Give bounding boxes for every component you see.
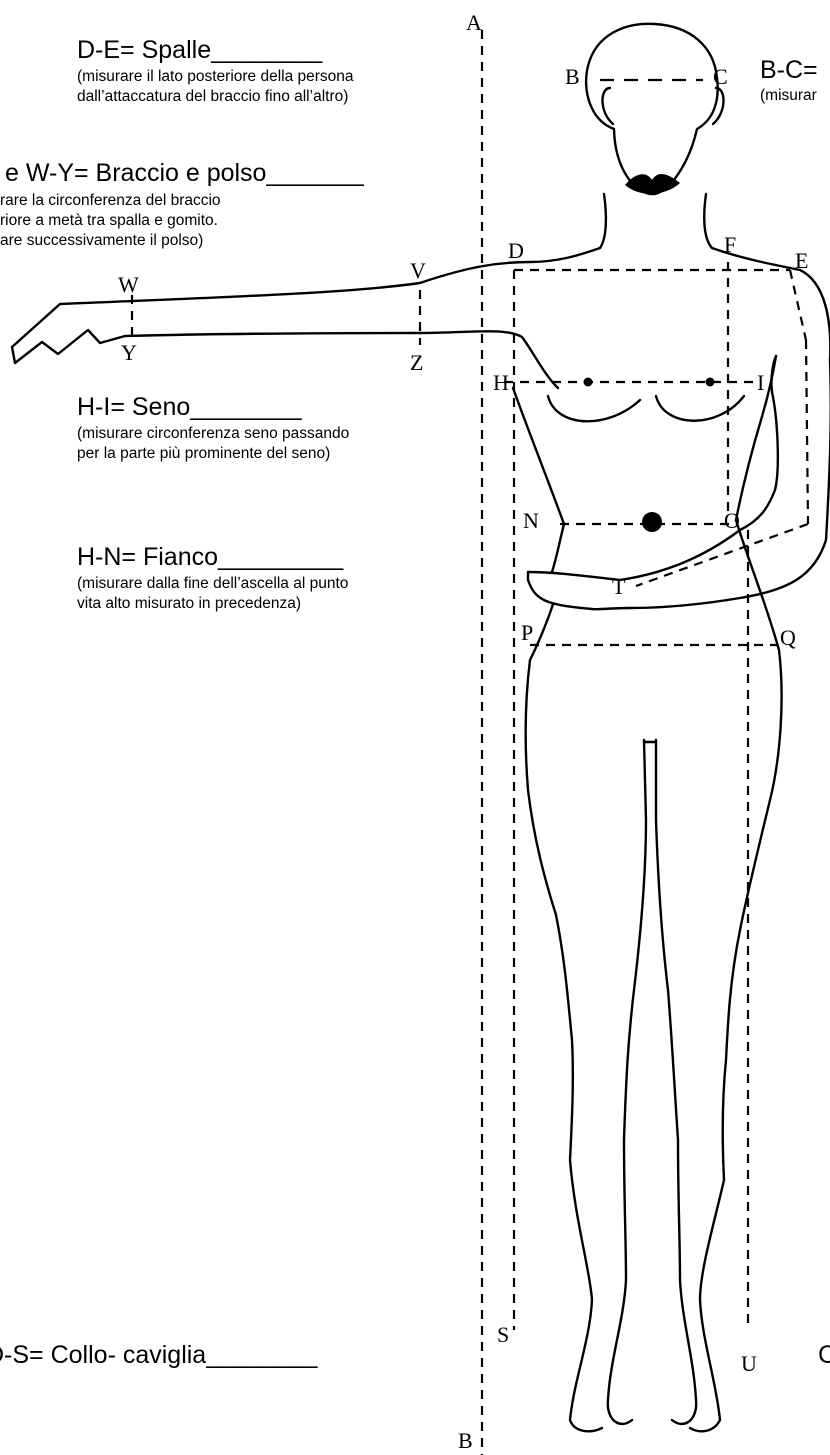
point-H: H — [493, 370, 509, 395]
point-W: W — [118, 272, 139, 297]
point-T: T — [612, 574, 626, 599]
point-Q: Q — [780, 625, 796, 650]
bottom-right-title: C — [818, 1341, 830, 1369]
left-breast — [548, 396, 640, 421]
hip-title: H-N= Fianco_________ — [77, 543, 343, 571]
bust-point-right — [706, 378, 715, 387]
line-E-down — [790, 270, 806, 340]
head-note: (misurar — [760, 86, 817, 106]
right-shoulder — [712, 248, 830, 360]
outer-leg-left — [570, 1160, 602, 1431]
point-O: O — [724, 508, 740, 533]
arm-note-line-3: are successivamente il polso) — [0, 231, 203, 251]
point-P: P — [521, 620, 533, 645]
bust-note-line-1: (misurare circonferenza seno passando — [77, 424, 349, 444]
hip-note-line-2: vita alto misurato in precedenza) — [77, 594, 301, 614]
forearm-bottom — [528, 572, 592, 609]
right-breast — [656, 396, 744, 421]
neck-ankle-title: D-S= Collo- caviglia________ — [0, 1341, 317, 1369]
left-ear — [602, 88, 613, 124]
bust-title: H-I= Seno________ — [77, 393, 302, 421]
inner-leg-left — [608, 740, 646, 1424]
point-V: V — [410, 258, 426, 283]
neck-left — [600, 194, 606, 248]
forearm-top — [528, 356, 778, 580]
point-B-top: B — [565, 64, 580, 89]
point-Y: Y — [121, 340, 137, 365]
point-E: E — [795, 248, 808, 273]
left-shoulder-arm — [12, 248, 600, 388]
point-C: C — [713, 64, 728, 89]
point-Z: Z — [410, 350, 423, 375]
point-I: I — [757, 370, 764, 395]
point-F: F — [724, 232, 736, 257]
arm-note-line-2: riore a metà tra spalla e gomito. — [0, 211, 218, 231]
right-arm-outer — [592, 360, 830, 609]
point-N: N — [523, 508, 539, 533]
mouth — [625, 174, 680, 194]
shoulders-note-line-1: (misurare il lato posteriore della perso… — [77, 67, 354, 87]
line-elbow-T — [636, 524, 808, 586]
shoulders-note-line-2: dall’attaccatura del braccio fino all’al… — [77, 87, 348, 107]
head-title: B-C= — [760, 56, 818, 84]
bust-note-line-2: per la parte più prominente del seno) — [77, 444, 330, 464]
inner-leg-right — [656, 740, 696, 1424]
left-hip-outline — [526, 604, 573, 1160]
neck-right — [704, 194, 712, 248]
line-E-elbow — [806, 340, 808, 524]
point-S: S — [497, 1322, 509, 1347]
right-torso-inner — [736, 356, 776, 520]
point-U: U — [741, 1351, 757, 1376]
point-D: D — [508, 238, 524, 263]
right-hip-outline — [723, 520, 782, 1180]
arm-title: e W-Y= Braccio e polso_______ — [5, 159, 364, 187]
shoulders-title: D-E= Spalle________ — [77, 36, 322, 64]
left-torso-inner — [513, 388, 564, 572]
hip-note-line-1: (misurare dalla fine dell’ascella al pun… — [77, 574, 348, 594]
point-B-bottom: B — [458, 1428, 473, 1453]
navel-point — [642, 512, 662, 532]
head-outline — [586, 24, 718, 194]
point-A: A — [466, 10, 482, 35]
arm-note-line-1: rare la circonferenza del braccio — [0, 191, 221, 211]
bust-point-left — [584, 378, 593, 387]
